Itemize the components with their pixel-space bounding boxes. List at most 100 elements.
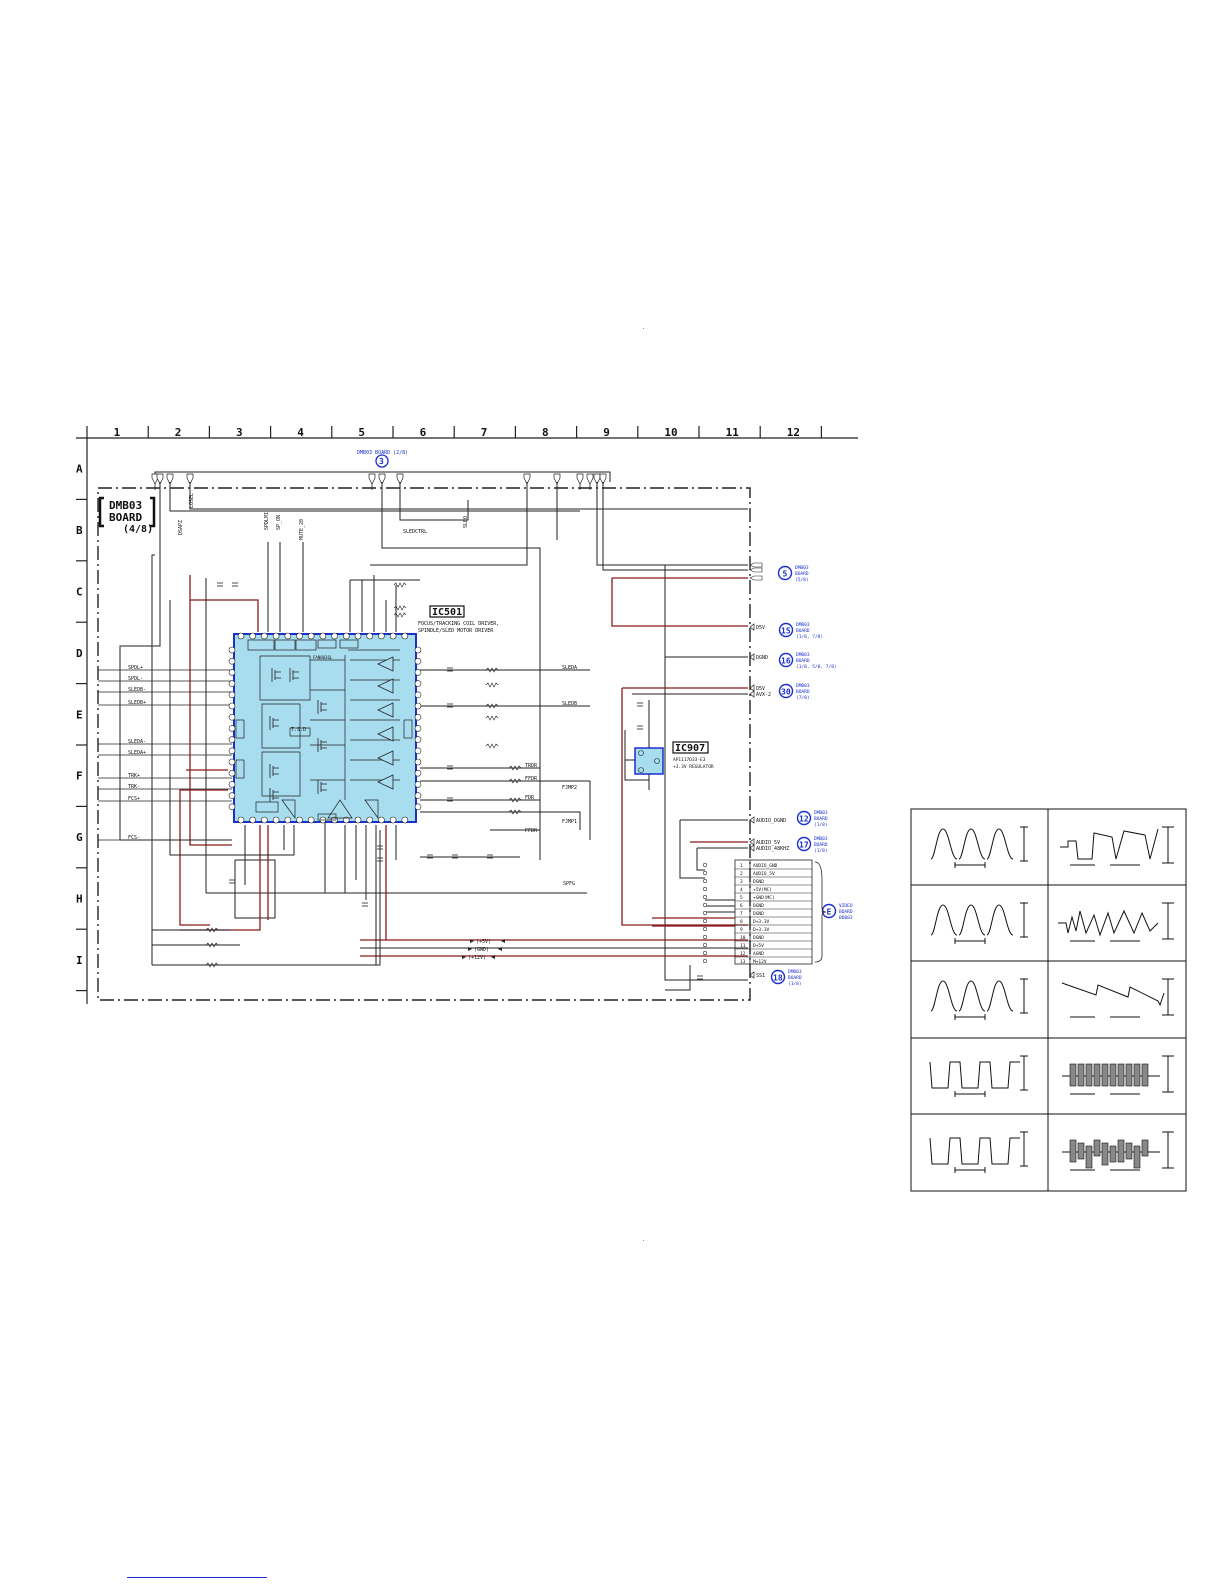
sig-ffdr-2: FFDR bbox=[525, 828, 538, 834]
conn-pin-13: 13 bbox=[740, 959, 746, 965]
board-label: DMB03 BOARD (4/8) bbox=[98, 496, 156, 535]
conn-pin-3: 3 bbox=[740, 879, 743, 885]
col-label-7: 7 bbox=[481, 426, 488, 439]
sig-fdr: FDR bbox=[525, 795, 535, 801]
right-net-2: D5V bbox=[756, 686, 765, 692]
board-ref-text-6-1: BOARD bbox=[788, 975, 802, 981]
row-label-G: G bbox=[76, 831, 83, 844]
left-net-4: SLEDA- bbox=[128, 739, 146, 745]
ic907-label: IC907 bbox=[675, 743, 705, 754]
board-ref-num-7: E bbox=[827, 908, 832, 917]
right-net-4: AUDIO_DGND bbox=[756, 818, 786, 824]
board-ref-num-6: 18 bbox=[773, 974, 783, 983]
conn-name-7: DGND bbox=[753, 911, 764, 917]
col-label-6: 6 bbox=[420, 426, 427, 439]
row-label-I: I bbox=[76, 954, 83, 967]
left-net-labels: SPDL+SPDL-SLEDB-SLEDB+SLEDA-SLEDA+TRK+TR… bbox=[98, 665, 232, 841]
board-ref-num-2: 16 bbox=[781, 657, 791, 666]
board-ref-text-0-2: (5/8) bbox=[795, 577, 809, 583]
board-ref-text-5-2: (1/8) bbox=[814, 848, 828, 854]
board-ref-text-7-1: BOARD bbox=[839, 909, 853, 915]
conn-name-3: DGND bbox=[753, 879, 764, 885]
conn-pin-8: 8 bbox=[740, 919, 743, 925]
top-ref-text: DMB03 BOARD (2/8) bbox=[357, 450, 408, 456]
board-ref-text-1-1: BOARD bbox=[796, 628, 810, 634]
conn-name-2: AUDIO_5V bbox=[753, 871, 775, 877]
row-label-E: E bbox=[76, 708, 83, 721]
col-label-1: 1 bbox=[114, 426, 121, 439]
board-ref-text-2-0: DMB03 bbox=[796, 652, 810, 658]
conn-name-10: DGND bbox=[753, 935, 764, 941]
bus-12v: (+12V) bbox=[468, 955, 486, 961]
left-net-0: SPDL+ bbox=[128, 665, 143, 671]
conn-pin-12: 12 bbox=[740, 951, 746, 957]
conn-pin-5: 5 bbox=[740, 895, 743, 901]
row-label-F: F bbox=[76, 770, 83, 783]
board-ref-text-0-0: DMB03 bbox=[795, 565, 809, 571]
board-ref-text-7-2: BD003 bbox=[839, 915, 853, 921]
ic501-desc2: SPINDLE/SLED MOTOR DRIVER bbox=[418, 628, 494, 634]
board-ref-text-4-1: BOARD bbox=[814, 816, 828, 822]
vertical-net-labels: DSAPZ LOSEL SPDLMI SP_ON MUTE_20 SLEDCTR… bbox=[178, 493, 469, 540]
conn-pin-9: 9 bbox=[740, 927, 743, 933]
board-ref-text-3-0: DMB03 bbox=[796, 683, 810, 689]
board-ref-num-3: 30 bbox=[781, 688, 791, 697]
conn-name-12: AGND bbox=[753, 951, 764, 957]
board-name-2: BOARD bbox=[109, 511, 142, 524]
board-ref-text-1-0: DMB03 bbox=[796, 622, 810, 628]
sig-fjmp2: FJMP2 bbox=[562, 785, 577, 791]
board-ref-text-5-0: DMB03 bbox=[814, 836, 828, 842]
board-ref-text-3-2: (7/8) bbox=[796, 695, 810, 701]
net-spdlmi: SPDLMI bbox=[264, 512, 270, 530]
left-net-1: SPDL- bbox=[128, 676, 143, 682]
bus-5v: (+5V) bbox=[476, 939, 491, 945]
row-label-C: C bbox=[76, 586, 83, 599]
ic907-desc: +3.3V REGULATOR bbox=[673, 764, 714, 770]
top-connector-10 bbox=[586, 473, 594, 485]
conn-pin-11: 11 bbox=[740, 943, 746, 949]
board-ref-num-4: 12 bbox=[799, 815, 809, 824]
conn-name-6: DGND bbox=[753, 903, 764, 909]
passive-components bbox=[205, 582, 703, 980]
col-label-4: 4 bbox=[297, 426, 304, 439]
right-net-7: SS1 bbox=[756, 973, 765, 979]
bottom-bus: (+5V) (GND) (+12V) bbox=[462, 939, 505, 961]
ic907-part: AP1117D33-E3 bbox=[673, 757, 706, 763]
ic501-tsd: T.S.D bbox=[291, 727, 306, 733]
right-net-6: AUDIO_48KHZ bbox=[756, 846, 789, 852]
conn-pin-1: 1 bbox=[740, 863, 743, 869]
conn-name-13: M+12V bbox=[753, 959, 767, 965]
row-label-H: H bbox=[76, 893, 83, 906]
right-net-labels: D5VDGNDD5VAVX-2AUDIO_DGNDAUDIO_5VAUDIO_4… bbox=[749, 562, 789, 979]
conn-pin-4: 4 bbox=[740, 887, 743, 893]
board-ref-text-4-2: (1/8) bbox=[814, 822, 828, 828]
board-ref-text-6-2: (1/8) bbox=[788, 981, 802, 987]
col-label-8: 8 bbox=[542, 426, 549, 439]
ic501: FAN8036L T.S.D IC501 FOCUS/TRACKING COIL… bbox=[228, 605, 499, 824]
waveform-table bbox=[910, 808, 1187, 1192]
conn-name-4: +5V(MC) bbox=[753, 887, 772, 893]
conn-name-9: D+3.3V bbox=[753, 927, 770, 933]
footer-link-underline[interactable] bbox=[127, 1577, 267, 1578]
conn-pin-6: 6 bbox=[740, 903, 743, 909]
sig-sledb: SLEDB bbox=[562, 701, 577, 707]
top-connector-9 bbox=[576, 473, 584, 485]
sig-spfg: SPFG bbox=[563, 881, 575, 887]
col-label-12: 12 bbox=[787, 426, 800, 439]
net-sleo: SLEO bbox=[463, 516, 469, 528]
board-ref-text-2-2: (1/8, 5/8, 7/8) bbox=[796, 664, 837, 670]
right-net-0: D5V bbox=[756, 625, 765, 631]
sig-trdr: TRDR bbox=[525, 763, 538, 769]
board-ref-num-5: 17 bbox=[799, 841, 809, 850]
ic501-desc1: FOCUS/TRACKING COIL DRIVER, bbox=[418, 621, 499, 627]
col-label-2: 2 bbox=[175, 426, 182, 439]
left-net-8: FCS+ bbox=[128, 796, 140, 802]
col-label-3: 3 bbox=[236, 426, 243, 439]
conn-pin-2: 2 bbox=[740, 871, 743, 877]
ic907: IC907 AP1117D33-E3 +3.3V REGULATOR bbox=[624, 700, 714, 790]
row-label-A: A bbox=[76, 463, 83, 476]
